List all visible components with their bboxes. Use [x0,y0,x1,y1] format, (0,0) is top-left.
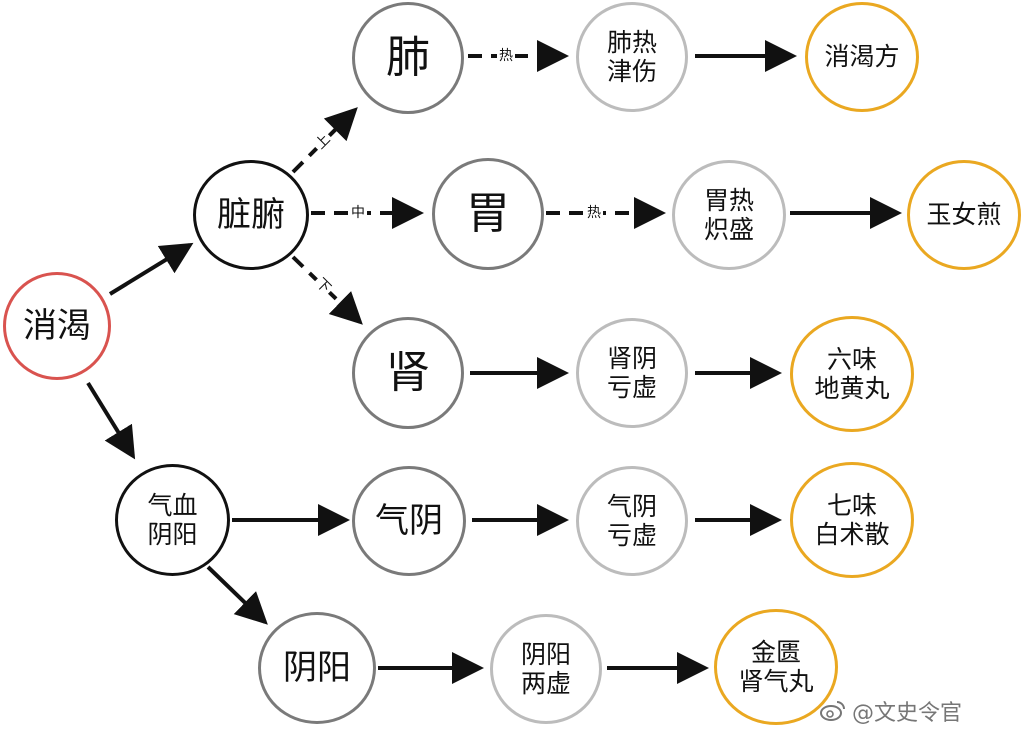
node-zangfu: 脏腑 [193,160,309,270]
node-liuwei-dihuangwan: 六味地黄丸 [790,316,914,432]
node-shenyin-kuixu: 肾阴亏虚 [576,318,688,428]
node-weire-chisheng: 胃热炽盛 [672,160,786,270]
edge-label-zhong: 中 [349,205,367,221]
node-qiwei-baizhusan: 七味白术散 [790,462,914,578]
node-wei: 胃 [432,158,544,270]
node-shen: 肾 [352,317,464,429]
node-xiaoke: 消渴 [3,272,111,380]
node-qixue-yinyang: 气血阴阳 [115,464,230,576]
node-qiyin-kuixu: 气阴亏虚 [576,466,688,576]
node-xiaokefang: 消渴方 [805,2,919,112]
weibo-icon [820,701,845,721]
arrow-xiaoke-zangfu [108,242,194,296]
arrow-qixue-yinyang [206,565,268,625]
watermark: @文史令官 [820,695,962,727]
arrow-zangfu-fei [291,107,358,174]
edge-label-re-fei: 热 [497,48,515,64]
node-yunujian: 玉女煎 [907,160,1021,270]
node-qiyin: 气阴 [352,466,466,576]
node-yinyang: 阴阳 [258,612,376,724]
node-feire-jinshang: 肺热津伤 [576,2,688,112]
node-yinyang-liangxu: 阴阳两虚 [490,614,602,724]
node-fei: 肺 [352,2,464,114]
node-jingui-shenqiwan: 金匮肾气丸 [714,609,838,725]
arrow-xiaoke-qixue [86,381,136,460]
edge-label-re-wei: 热 [585,205,603,221]
